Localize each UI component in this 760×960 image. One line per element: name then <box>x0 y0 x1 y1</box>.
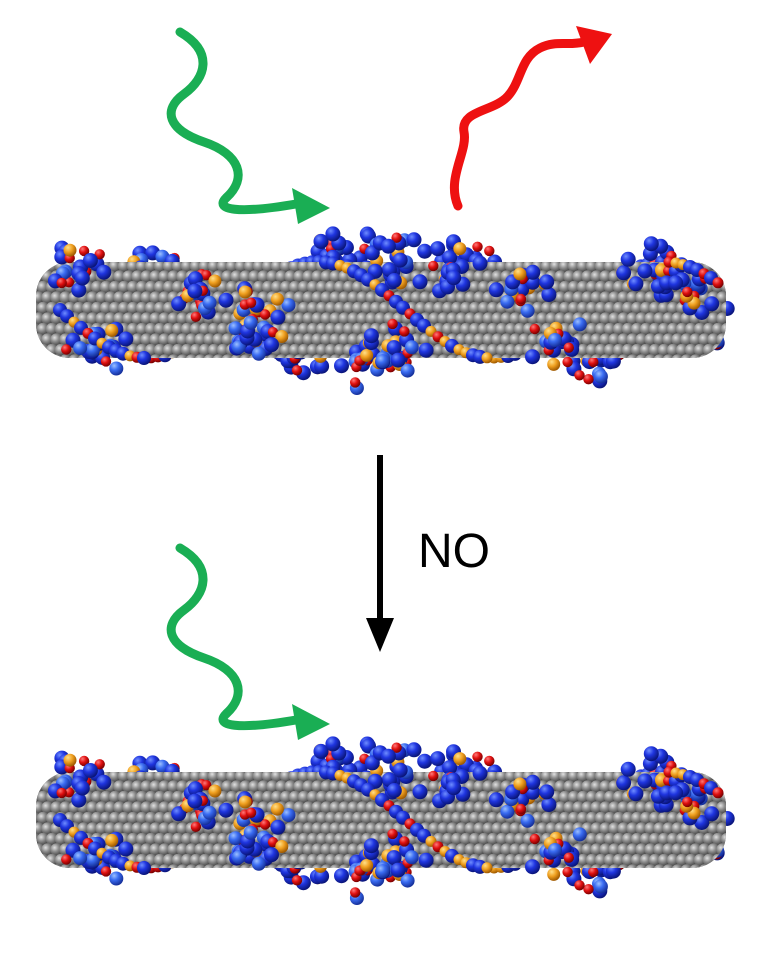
dna-strand-front <box>47 742 724 905</box>
panel-after <box>36 543 735 905</box>
analyte-label: NO <box>418 525 490 578</box>
excitation-arrowhead <box>292 704 330 740</box>
excitation-arrowhead <box>292 188 330 224</box>
reaction-arrow <box>366 455 394 652</box>
panel-before <box>36 26 735 395</box>
excitation-light-wave <box>166 543 301 731</box>
emission-light-wave <box>449 37 589 211</box>
emission-arrowhead <box>576 26 612 64</box>
dna-strand-front <box>47 232 724 395</box>
reaction-arrowhead <box>366 618 394 652</box>
excitation-light-wave <box>166 27 301 215</box>
